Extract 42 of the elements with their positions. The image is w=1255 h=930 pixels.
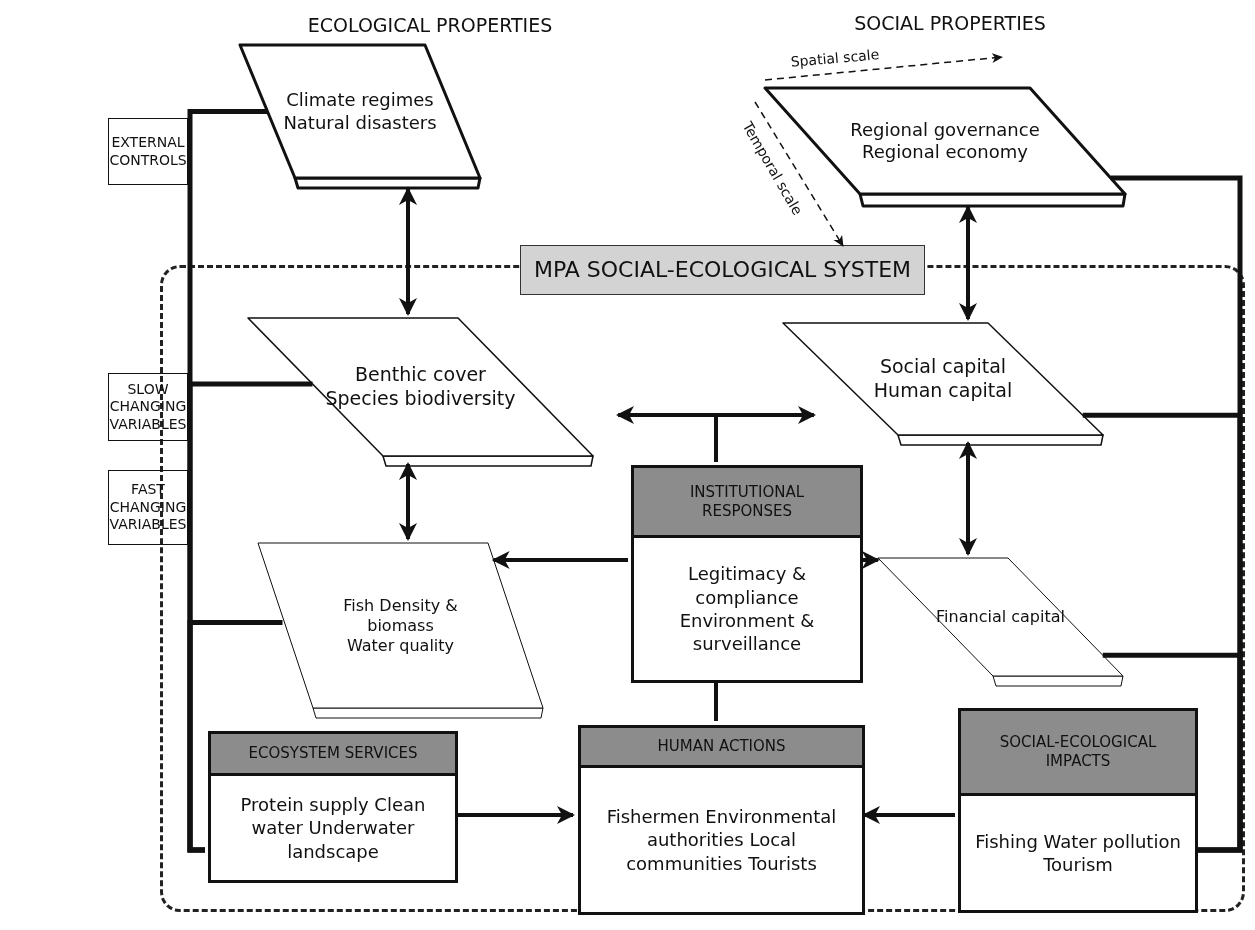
node-text: Natural disasters	[283, 111, 437, 134]
node-text: Fishermen Environmental authorities Local communities Tourists	[605, 804, 838, 876]
row-label: SLOW CHANGING VARIABLES	[108, 373, 188, 441]
connector-line	[714, 681, 718, 721]
arrow	[399, 187, 417, 316]
bracket-line	[1102, 652, 1243, 853]
node-text: Human capital	[873, 379, 1013, 403]
box-heading: ECOSYSTEM SERVICES	[211, 734, 455, 776]
node-text: Social capital	[879, 355, 1007, 379]
system-title: MPA SOCIAL-ECOLOGICAL SYSTEM	[520, 245, 925, 295]
node-text: Legitimacy & compliance Environment & surveillance	[678, 562, 816, 656]
box-heading: SOCIAL-ECOLOGICAL IMPACTS	[961, 711, 1195, 796]
node-text: Fishing Water pollution Tourism	[974, 829, 1182, 877]
card-background	[578, 725, 865, 915]
node-text: Climate regimes	[286, 89, 434, 112]
row-label: FAST CHANGING VARIABLES	[108, 470, 188, 545]
box-heading: INSTITUTIONAL RESPONSES	[634, 468, 860, 538]
card-background	[631, 465, 863, 683]
node-text: Fish Density & biomass	[342, 595, 459, 636]
arrow	[862, 806, 955, 824]
arrow	[491, 551, 628, 569]
node-text: Benthic cover	[355, 363, 486, 387]
box-heading: HUMAN ACTIONS	[581, 728, 862, 768]
arrow	[714, 406, 816, 462]
arrow	[455, 806, 575, 824]
arrow	[959, 205, 977, 321]
arrow	[399, 462, 417, 541]
card-background	[208, 731, 458, 883]
node-text: Water quality	[346, 635, 455, 656]
scale-label: Spatial scale	[789, 45, 881, 72]
row-label: EXTERNAL CONTROLS	[108, 118, 188, 185]
node-text: Regional economy	[862, 141, 1028, 164]
node-text: Protein supply Clean water Underwater landscape	[239, 792, 427, 864]
node-text: Regional governance	[850, 118, 1040, 141]
column-heading: ECOLOGICAL PROPERTIES	[306, 14, 554, 38]
arrow	[959, 441, 977, 556]
card-background	[958, 708, 1198, 913]
arrow	[860, 551, 880, 569]
bracket-line	[187, 620, 283, 853]
node-text: Species biodiversity	[325, 387, 516, 411]
node-text: Financial capital	[936, 607, 1065, 627]
column-heading: SOCIAL PROPERTIES	[853, 12, 1047, 36]
